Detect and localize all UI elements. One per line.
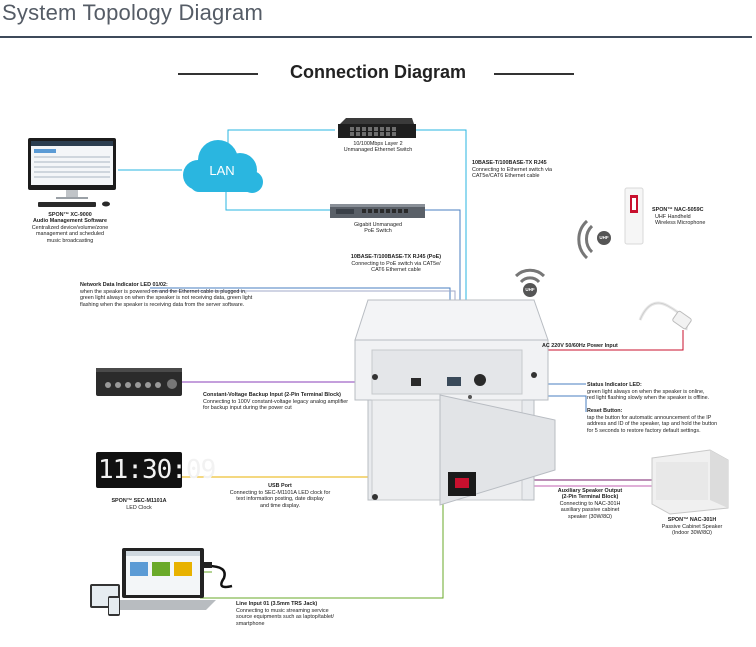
nac301h-title: SPON™ NAC-301H — [667, 517, 717, 523]
diagram-heading-wrap: Connection Diagram — [0, 62, 756, 83]
aux-output-desc: Connecting to NAC-301H auxiliary passive… — [559, 501, 621, 520]
heading-rule-right — [494, 73, 574, 75]
backup-input-title: Constant-Voltage Backup Input (2-Pin Ter… — [203, 392, 341, 398]
layer2-switch-desc: 10/100Mbps Layer 2 Unmanaged Ethernet Sw… — [343, 141, 413, 154]
net-led-desc: when the speaker is powered on and the E… — [80, 289, 253, 308]
power-plug-illustration — [638, 301, 692, 331]
status-led-title: Status Indicator LED: — [587, 382, 642, 388]
xc9000-desc: Centralized device/volume/zone managemen… — [31, 225, 109, 244]
laptop-illustration — [110, 548, 216, 610]
page-title: System Topology Diagram — [2, 0, 263, 25]
uhf-badge-mic: UHF — [599, 235, 609, 240]
heading-rule-left — [178, 73, 258, 75]
reset-button-title: Reset Button: — [587, 408, 623, 414]
uhf-mic-signal-icon — [577, 219, 611, 260]
lan-cable-poe — [225, 190, 330, 211]
poe-switch-illustration — [330, 204, 425, 218]
network-speaker-device — [354, 299, 556, 506]
amplifier-illustration — [96, 368, 182, 396]
line-input-title: Line Input 01 (3.5mm TRS Jack) — [236, 601, 318, 607]
nac5059c-title: SPON™ NAC-5059C — [652, 207, 704, 213]
diagram-title: Connection Diagram — [289, 62, 467, 82]
xc9000-title: SPON™ XC-9000 Audio Management Software — [33, 212, 107, 225]
poe-switch-desc: Gigabit Unmanaged PoE Switch — [354, 222, 402, 235]
led-clock-desc: LED Clock — [126, 505, 152, 511]
usb-port-title: USB Port — [268, 483, 292, 489]
line-input-desc: Connecting to music streaming service so… — [236, 608, 334, 627]
backup-input-desc: Connecting to 100V constant-voltage lega… — [203, 399, 349, 412]
rj45-poe-title: 10BASE-T/100BASE-TX RJ45 (PoE) — [350, 254, 442, 260]
rj45-poe-desc: Connecting to PoE switch via CAT5e/ CAT6… — [351, 261, 441, 274]
led-clock-title: SPON™ SEC-M1101A — [111, 498, 167, 504]
passive-speaker-illustration — [651, 449, 729, 515]
aux-output-title: Auxiliary Speaker Output (2-Pin Terminal… — [557, 488, 623, 501]
lan-cloud — [183, 140, 263, 193]
led-clock-illustration — [96, 452, 182, 488]
led-clock-display: 11:30:09 — [98, 455, 216, 485]
nac301h-desc: Passive Cabinet Speaker (Indoor 30W/8Ω) — [661, 524, 723, 537]
rj45-title: 10BASE-T/100BASE-TX RJ45 — [472, 160, 547, 166]
ac-power-title: AC 220V 50/60Hz Power Input — [542, 343, 618, 349]
rj45-desc: Connecting to Ethernet switch via CAT5e/… — [472, 167, 553, 180]
smartphone-illustration — [108, 596, 120, 616]
uhf-device-signal-icon — [514, 268, 546, 297]
wireless-microphone-illustration — [624, 187, 644, 245]
status-led-desc: green light always on when the speaker i… — [587, 389, 710, 402]
computer-illustration — [28, 138, 116, 207]
net-led-title: Network Data Indicator LED 01/02: — [80, 282, 168, 288]
title-divider — [0, 36, 752, 38]
usb-port-desc: Connecting to SEC-M1101A LED clock for t… — [229, 490, 331, 509]
audio-cable-illustration — [204, 562, 233, 589]
lan-cable-switch — [227, 129, 335, 148]
lan-label: LAN — [209, 163, 235, 178]
uhf-badge-device: UHF — [525, 287, 535, 292]
nac5059c-desc: UHF Handheld Wireless Microphone — [655, 214, 706, 227]
reset-button-desc: tap the button for automatic announcemen… — [587, 415, 718, 434]
rj45-cable — [415, 129, 467, 382]
layer2-switch-illustration — [338, 118, 416, 138]
